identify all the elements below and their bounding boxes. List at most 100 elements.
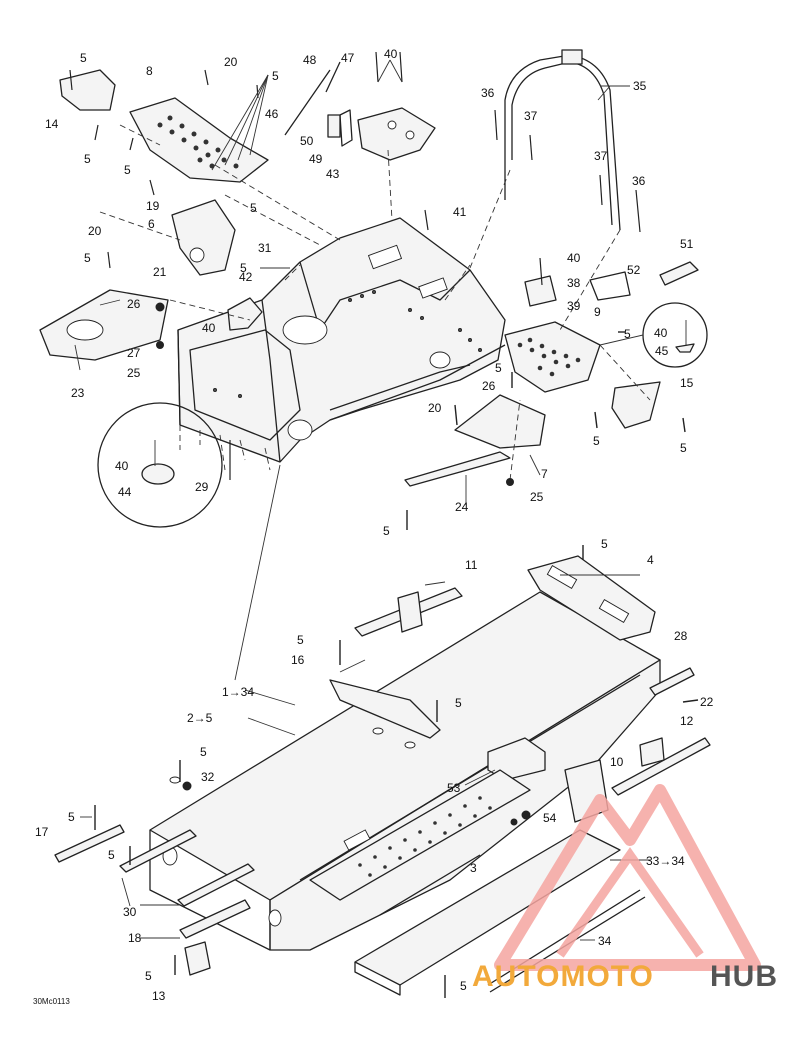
callout-42: 42 <box>239 270 253 284</box>
callout-5: 5 <box>495 361 502 375</box>
callout-46: 46 <box>265 107 279 121</box>
watermark-logo: AUTOMOTO HUB <box>472 784 778 993</box>
callout-23: 23 <box>71 386 85 400</box>
callout-11: 11 <box>465 558 478 572</box>
callout-8: 8 <box>146 64 153 78</box>
frame-rivets <box>213 290 482 398</box>
callout-5: 5 <box>272 69 279 83</box>
callout-50: 50 <box>300 134 314 148</box>
callout-10: 10 <box>610 755 624 769</box>
footrest-panel-right <box>504 321 601 393</box>
callout-26: 26 <box>127 297 141 311</box>
upper-frame <box>177 217 506 463</box>
detail-circle-45 <box>599 302 708 368</box>
callout-36: 36 <box>481 86 495 100</box>
callout-5: 5 <box>80 51 87 65</box>
callout-38: 38 <box>567 276 581 290</box>
callout-5: 5 <box>240 261 247 275</box>
callout-32: 32 <box>201 770 215 784</box>
bracket-38 <box>524 275 557 307</box>
callout-5: 5 <box>593 434 600 448</box>
callout-26: 26 <box>482 379 496 393</box>
clip-52 <box>589 271 631 301</box>
callout-54: 54 <box>543 811 557 825</box>
clip-49 <box>339 109 353 147</box>
watermark-triangle-icon <box>494 784 761 971</box>
callout-25: 25 <box>530 490 544 504</box>
callout-52: 52 <box>627 263 641 277</box>
callout-2-5: 2→5 <box>187 711 213 725</box>
strap-47 <box>325 61 341 93</box>
callout-44: 44 <box>118 485 132 499</box>
upper-frame-assembly <box>39 49 699 487</box>
callout-5: 5 <box>601 537 608 551</box>
callout-1-34: 1→34 <box>222 685 254 699</box>
callout-5: 5 <box>145 969 152 983</box>
callout-30: 30 <box>123 905 137 919</box>
callout-45: 45 <box>655 344 669 358</box>
callout-20: 20 <box>88 224 102 238</box>
plate-23 <box>39 289 169 361</box>
callout-14: 14 <box>45 117 59 131</box>
fasteners <box>69 51 699 998</box>
callout-40: 40 <box>654 326 668 340</box>
callout-5: 5 <box>84 152 91 166</box>
callout-5: 5 <box>460 979 467 993</box>
callout-33-34: 33→34 <box>646 854 685 868</box>
strap-46 <box>284 69 331 136</box>
bracket-14 <box>59 69 116 111</box>
callout-53: 53 <box>447 781 461 795</box>
callout-27: 27 <box>127 346 141 360</box>
watermark-brand-right: HUB <box>710 960 778 993</box>
callout-5: 5 <box>108 848 115 862</box>
drawing-code: 30Mc0113 <box>33 997 70 1006</box>
callout-18: 18 <box>128 931 142 945</box>
callout-19: 19 <box>146 199 160 213</box>
callout-5: 5 <box>68 810 75 824</box>
rail-17 <box>54 824 125 863</box>
callout-5: 5 <box>624 327 631 341</box>
assembly-guides-upper <box>99 124 651 481</box>
strap-24 <box>404 451 511 487</box>
callout-39: 39 <box>567 299 581 313</box>
rail-3 <box>309 769 531 901</box>
rail-18 <box>179 899 251 939</box>
callout-6: 6 <box>148 217 155 231</box>
callout-5: 5 <box>200 745 207 759</box>
callout-43: 43 <box>326 167 340 181</box>
bracket-42 <box>227 297 263 331</box>
clip-50 <box>327 114 341 138</box>
callout-40: 40 <box>115 459 129 473</box>
detail-circle-44 <box>97 402 223 528</box>
clip-51 <box>659 261 699 286</box>
callout-labels: 5 8 20 5 48 47 40 35 36 37 14 46 50 49 4… <box>35 47 714 1003</box>
callout-21: 21 <box>153 265 167 279</box>
callout-5: 5 <box>680 441 687 455</box>
callout-5: 5 <box>84 251 91 265</box>
callout-20: 20 <box>428 401 442 415</box>
plate-28 <box>649 667 695 696</box>
callout-24: 24 <box>455 500 469 514</box>
callout-5: 5 <box>455 696 462 710</box>
callout-47: 47 <box>341 51 355 65</box>
bracket-7 <box>454 394 546 449</box>
callout-37: 37 <box>524 109 538 123</box>
callout-37: 37 <box>594 149 608 163</box>
callout-29: 29 <box>195 480 209 494</box>
callout-35: 35 <box>633 79 647 93</box>
callout-40: 40 <box>567 251 581 265</box>
callout-28: 28 <box>674 629 688 643</box>
callout-25: 25 <box>127 366 141 380</box>
callout-4: 4 <box>647 553 654 567</box>
callout-31: 31 <box>258 241 272 255</box>
rail-30b <box>177 863 255 907</box>
callout-34: 34 <box>598 934 612 948</box>
rail-12 <box>611 737 711 796</box>
callout-5: 5 <box>124 163 131 177</box>
callout-22: 22 <box>700 695 714 709</box>
callout-51: 51 <box>680 237 694 251</box>
callout-41: 41 <box>453 205 467 219</box>
footrest-panel-left <box>129 97 269 183</box>
bracket-15 <box>611 381 661 429</box>
